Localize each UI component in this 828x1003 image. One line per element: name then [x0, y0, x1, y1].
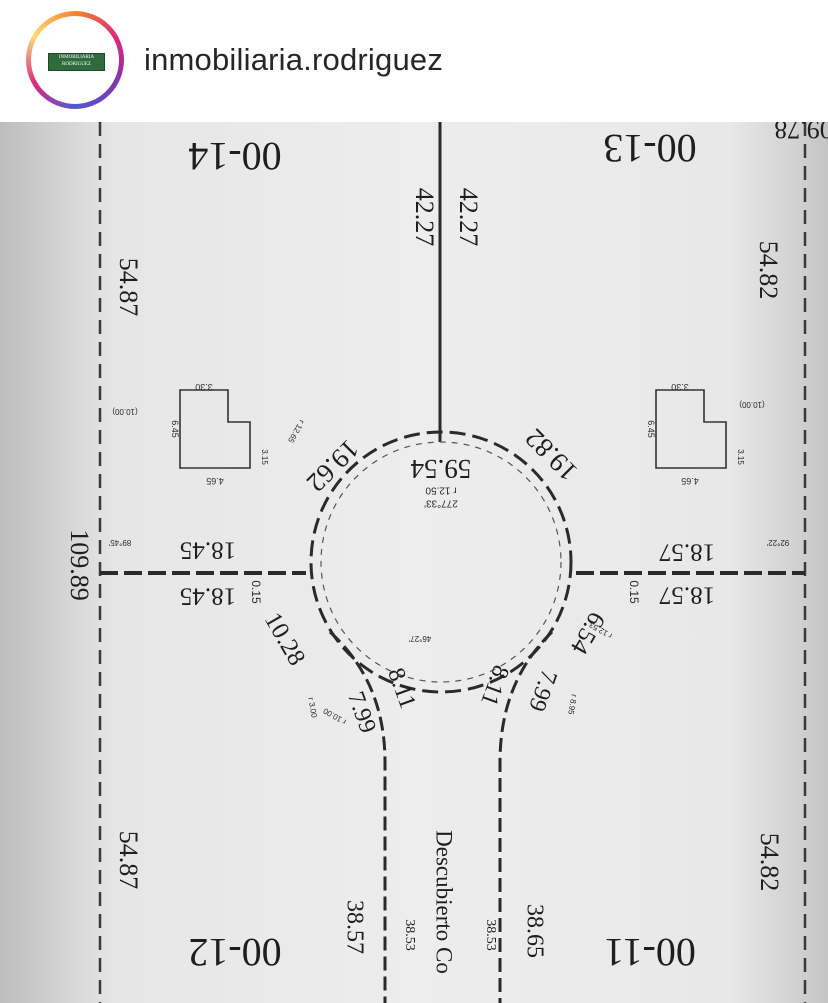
house-left-d1: 4.65: [206, 476, 224, 486]
lot-label-top-left: 00-14: [188, 134, 281, 179]
house-outline-right: [655, 389, 727, 469]
house-right-d1: 4.65: [681, 476, 699, 486]
note-7: 89°45': [108, 538, 131, 547]
left-line-value-a: 18.45: [180, 536, 236, 563]
arc-top-value: 59.54: [410, 454, 471, 484]
note-5: r 8.95: [566, 694, 579, 716]
right-total-dimension: 109.78: [774, 122, 828, 144]
arc-top-angle: 277°33': [424, 497, 458, 508]
profile-avatar[interactable]: INMOBILIARIA RODRIGUEZ: [26, 11, 124, 109]
arc-top-radius: r 12.50: [425, 484, 457, 495]
arc-lower-left-value: 10.28: [259, 608, 311, 670]
right-line-value-a: 18.57: [659, 538, 715, 565]
note-2: r 10.00: [321, 706, 348, 727]
cul-de-sac-circle: [309, 430, 573, 694]
note-4: r 3.00: [306, 697, 319, 719]
lot-label-bottom-left: 00-12: [188, 930, 281, 975]
lower-right-outer: 7.99: [523, 666, 562, 714]
left-total-dimension: 109.89: [65, 529, 94, 601]
arc-upper-right-value: 19.82: [519, 423, 583, 487]
survey-plan-drawing: 00-14 00-13 00-12 00-11 42.27 42.27 54.8…: [65, 122, 828, 1003]
house-right-h1: 3.30: [671, 382, 689, 392]
bottom-right-value: 38.65: [521, 904, 547, 958]
house-left-level: (10.00): [112, 407, 138, 416]
right-bottom-dimension: 54.82: [755, 833, 784, 892]
avatar-inner: INMOBILIARIA RODRIGUEZ: [31, 16, 119, 104]
bottom-mid-a: 38.53: [402, 919, 417, 951]
arc-upper-left-value: 19.62: [301, 434, 365, 498]
descubierto-label: Descubierto Co: [432, 830, 457, 974]
house-left-w: 6.45: [170, 420, 180, 438]
lot-label-bottom-right: 00-11: [604, 930, 696, 975]
right-line-small: 0.15: [627, 580, 641, 604]
right-top-dimension: 54.82: [754, 241, 783, 300]
house-outline-left: [179, 389, 251, 469]
note-8: 46°27': [408, 634, 431, 643]
house-left-h2: 3.15: [260, 449, 269, 465]
street-value-b: 42.27: [454, 188, 483, 247]
left-line-value-b: 18.45: [180, 582, 236, 609]
note-6: 92°22': [766, 538, 789, 547]
bottom-left-value: 38.57: [341, 900, 367, 954]
lot-label-top-right: 00-13: [603, 126, 696, 171]
lower-left-outer: 7.99: [342, 688, 381, 736]
left-top-dimension: 54.87: [114, 258, 143, 317]
right-line-value-b: 18.57: [659, 581, 715, 608]
bottom-mid-b: 38.53: [483, 919, 498, 951]
left-bottom-dimension: 54.87: [114, 831, 143, 890]
house-right-level: (10.00): [739, 400, 765, 409]
left-line-small: 0.15: [249, 580, 263, 604]
post-image: 00-14 00-13 00-12 00-11 42.27 42.27 54.8…: [0, 122, 828, 1003]
house-right-h2: 3.15: [736, 449, 745, 465]
street-value-a: 42.27: [410, 188, 439, 247]
brand-logo-icon: INMOBILIARIA RODRIGUEZ: [48, 53, 105, 71]
house-left-h1: 3.30: [195, 382, 213, 392]
cul-de-sac-inner: [320, 441, 562, 683]
note-1: r 12.65: [286, 418, 307, 445]
post-header: INMOBILIARIA RODRIGUEZ inmobiliaria.rodr…: [0, 0, 828, 122]
lower-left-inner: 8.11: [382, 665, 421, 713]
house-right-w: 6.45: [646, 420, 656, 438]
profile-username[interactable]: inmobiliaria.rodriguez: [144, 42, 444, 77]
